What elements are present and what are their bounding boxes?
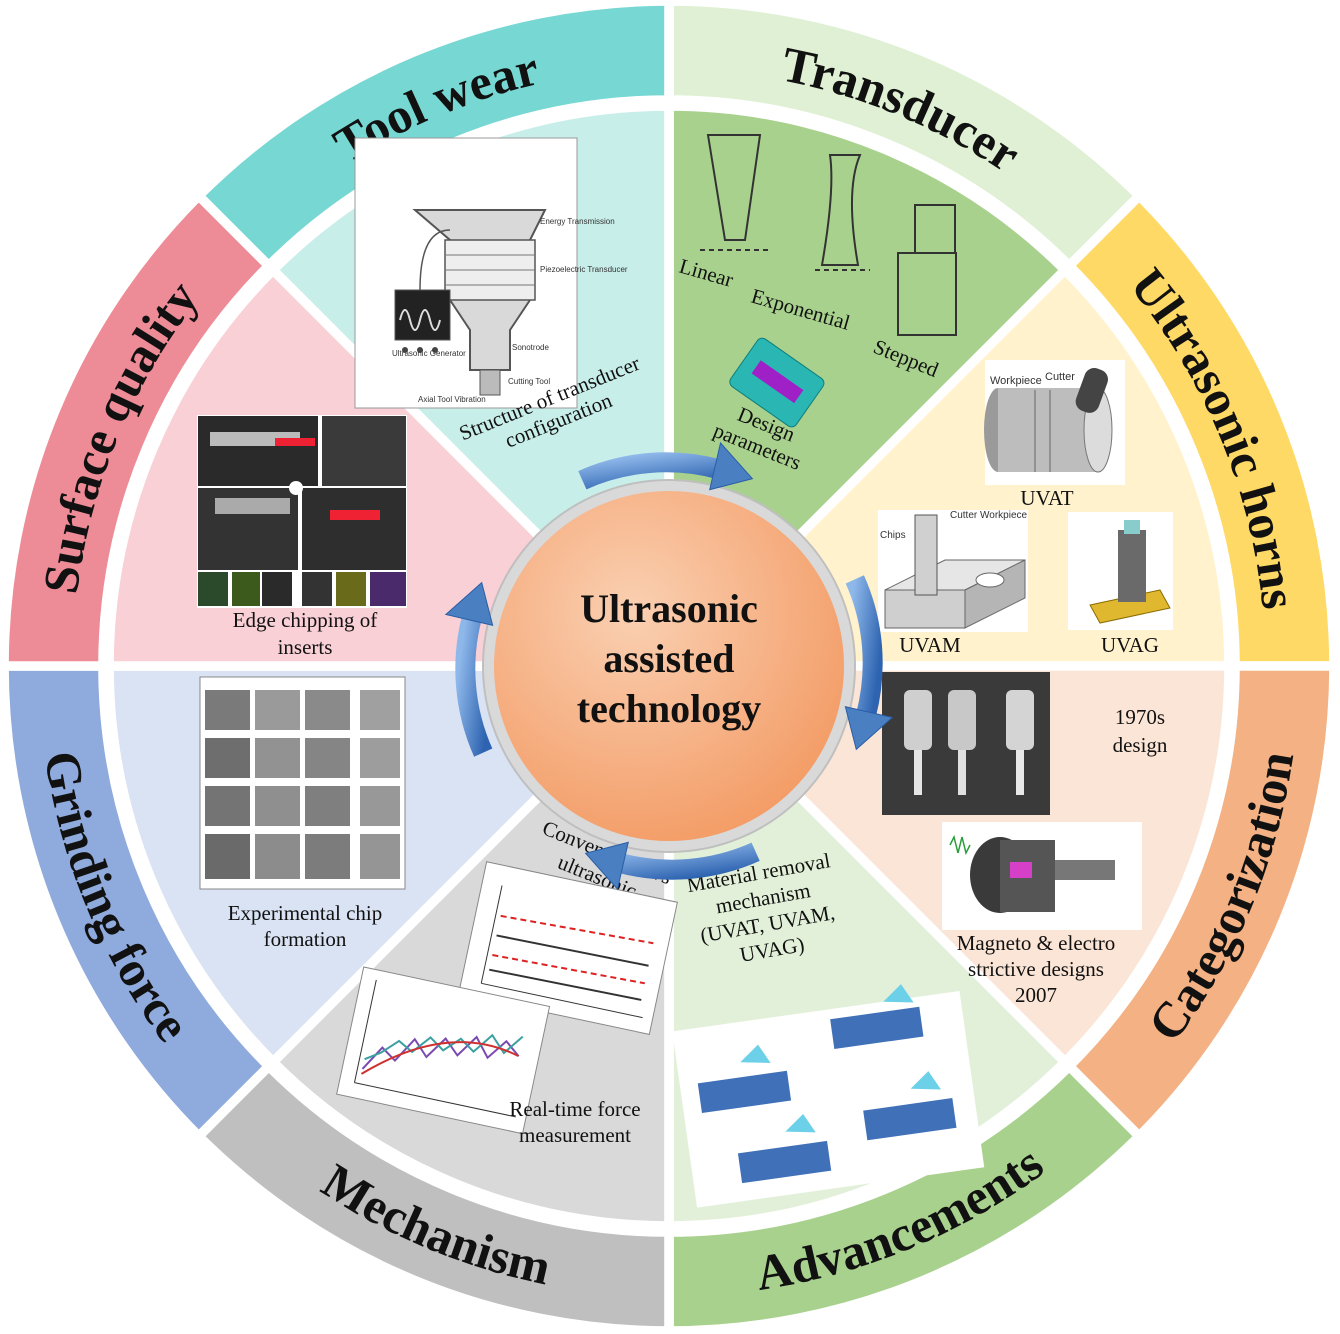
toolwear-caption-line-1: Edge chipping of <box>233 608 378 632</box>
uvam-chips-label: Chips <box>880 530 906 541</box>
uvag-figure <box>1068 512 1173 630</box>
edge-chipping-image <box>197 415 407 608</box>
svg-text:Cutting Tool: Cutting Tool <box>508 377 550 386</box>
mechanism-figure <box>672 984 985 1208</box>
adv-1970-line-2: design <box>1113 733 1168 757</box>
cycle-arrow-1 <box>578 452 721 490</box>
horn-design-image <box>729 337 825 428</box>
grinding-bottom-line-1: Real-time force <box>509 1097 640 1121</box>
svg-text:Ultrasonic Generator: Ultrasonic Generator <box>392 349 466 358</box>
center-line-1: Ultrasonic <box>580 586 758 631</box>
toolwear-caption-line-2: inserts <box>278 635 333 659</box>
uvam-label: UVAM <box>899 633 961 657</box>
horns-figure <box>700 134 957 336</box>
svg-text:Energy Transmission: Energy Transmission <box>540 217 615 226</box>
cycle-arrow-2 <box>845 575 883 718</box>
uvam-figure: Chips Cutter Workpiece <box>878 510 1028 632</box>
real-time-force-chart-image <box>336 966 551 1135</box>
chip-formation-image <box>199 676 406 890</box>
cycle-arrow-head-1 <box>709 441 754 491</box>
grinding-force-chart-image <box>457 861 678 1035</box>
advancements-1970-photo <box>882 672 1050 815</box>
adv-2007-line-1: Magneto & electro <box>957 931 1116 955</box>
center-line-2: assisted <box>603 636 734 681</box>
transducer-figure: Energy Transmission Piezoelectric Transd… <box>354 137 628 409</box>
uvat-label: UVAT <box>1020 486 1073 510</box>
adv-1970-line-1: 1970s <box>1115 705 1165 729</box>
uvat-cutter-label: Cutter <box>1045 371 1075 383</box>
surface-caption-line-2: formation <box>264 927 347 951</box>
adv-2007-line-3: 2007 <box>1015 983 1057 1007</box>
cycle-arrow-3 <box>617 842 760 880</box>
cycle-arrow-head-3 <box>584 841 629 891</box>
center-line-3: technology <box>577 686 761 731</box>
svg-text:Sonotrode: Sonotrode <box>512 343 549 352</box>
uvam-cutter-label: Cutter Workpiece <box>950 510 1028 521</box>
uvag-label: UVAG <box>1101 633 1159 657</box>
cycle-arrow-head-4 <box>444 581 494 626</box>
cycle-arrows <box>444 441 894 891</box>
svg-text:Piezoelectric Transducer: Piezoelectric Transducer <box>540 265 628 274</box>
svg-text:Axial Tool Vibration: Axial Tool Vibration <box>418 395 486 404</box>
adv-2007-line-2: strictive designs <box>968 957 1104 981</box>
center-circle <box>484 481 854 851</box>
uvat-figure: Workpiece Cutter <box>984 360 1125 485</box>
cycle-arrow-head-2 <box>844 706 894 751</box>
uvat-workpiece-label: Workpiece <box>990 375 1042 387</box>
grinding-bottom-line-2: measurement <box>519 1123 631 1147</box>
cycle-arrow-4 <box>455 614 493 757</box>
surface-caption-line-1: Experimental chip <box>228 901 383 925</box>
advancements-2007-figure <box>942 822 1142 930</box>
